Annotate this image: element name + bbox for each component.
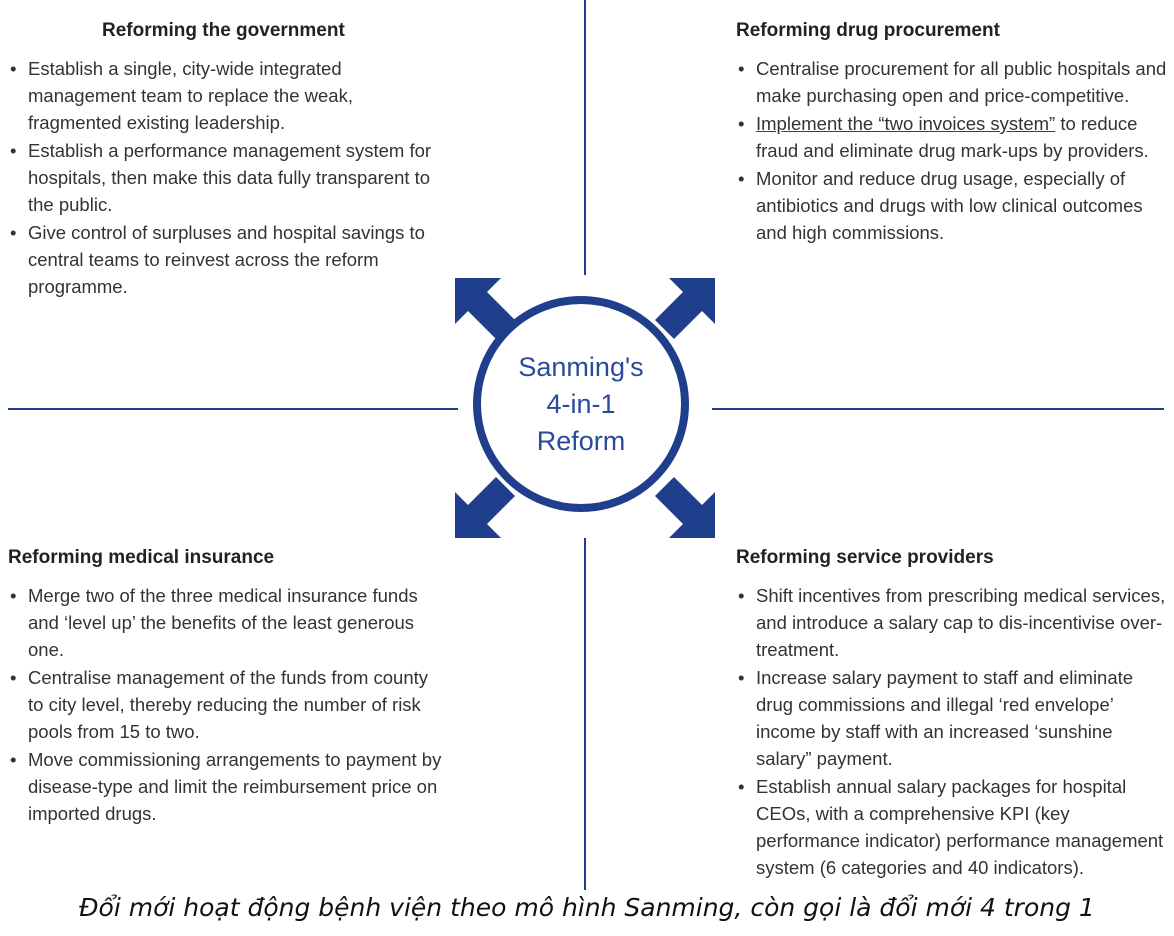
bullet-item: Merge two of the three medical insurance… <box>8 582 448 663</box>
bullet-item: Give control of surpluses and hospital s… <box>8 219 448 300</box>
divider-horizontal-left <box>8 408 458 410</box>
center-label: Sanming's 4-in-1 Reform <box>501 349 661 460</box>
bullet-item: Centralise management of the funds from … <box>8 664 448 745</box>
bullet-list: Shift incentives from prescribing medica… <box>736 582 1168 881</box>
figure-caption: Đổi mới hoạt động bệnh viện theo mô hình… <box>79 893 1095 922</box>
center-circle: Sanming's 4-in-1 Reform <box>473 296 689 512</box>
arrow-up-right-icon <box>655 278 715 339</box>
bullet-item: Establish annual salary packages for hos… <box>736 773 1168 881</box>
underlined-phrase: Implement the “two invoices system” <box>756 113 1056 134</box>
center-line: Sanming's <box>518 351 644 382</box>
divider-vertical-bottom <box>584 538 586 890</box>
divider-vertical-top <box>584 0 586 275</box>
bullet-item: Increase salary payment to staff and eli… <box>736 664 1168 772</box>
bullet-item: Establish a performance management syste… <box>8 137 448 218</box>
center-line: Reform <box>536 425 626 456</box>
center-line: 4-in-1 <box>546 388 616 419</box>
bullet-text-rest: to reduce fraud and eliminate drug mark-… <box>756 113 1149 161</box>
arrow-down-left-icon <box>455 477 515 538</box>
quadrant-title: Reforming drug procurement <box>736 20 1000 41</box>
arrow-up-left-icon <box>455 278 515 339</box>
quadrant-drug-procurement: Reforming drug procurement Centralise pr… <box>736 20 1168 247</box>
quadrant-government: Reforming the government Establish a sin… <box>8 20 448 301</box>
divider-horizontal-right <box>712 408 1164 410</box>
quadrant-title: Reforming medical insurance <box>8 547 275 568</box>
quadrant-service-providers: Reforming service providers Shift incent… <box>736 547 1168 882</box>
bullet-item-underlined: Implement the “two invoices system” to r… <box>736 110 1168 164</box>
arrow-down-right-icon <box>655 477 715 538</box>
quadrant-title: Reforming the government <box>102 20 345 41</box>
bullet-item: Shift incentives from prescribing medica… <box>736 582 1168 663</box>
bullet-list: Centralise procurement for all public ho… <box>736 55 1168 246</box>
quadrant-medical-insurance: Reforming medical insurance Merge two of… <box>8 547 448 828</box>
bullet-item: Monitor and reduce drug usage, especiall… <box>736 165 1168 246</box>
bullet-item: Establish a single, city-wide integrated… <box>8 55 448 136</box>
bullet-item: Centralise procurement for all public ho… <box>736 55 1168 109</box>
bullet-list: Merge two of the three medical insurance… <box>8 582 448 827</box>
bullet-list: Establish a single, city-wide integrated… <box>8 55 448 300</box>
bullet-item: Move commissioning arrangements to payme… <box>8 746 448 827</box>
quadrant-title: Reforming service providers <box>736 547 994 568</box>
